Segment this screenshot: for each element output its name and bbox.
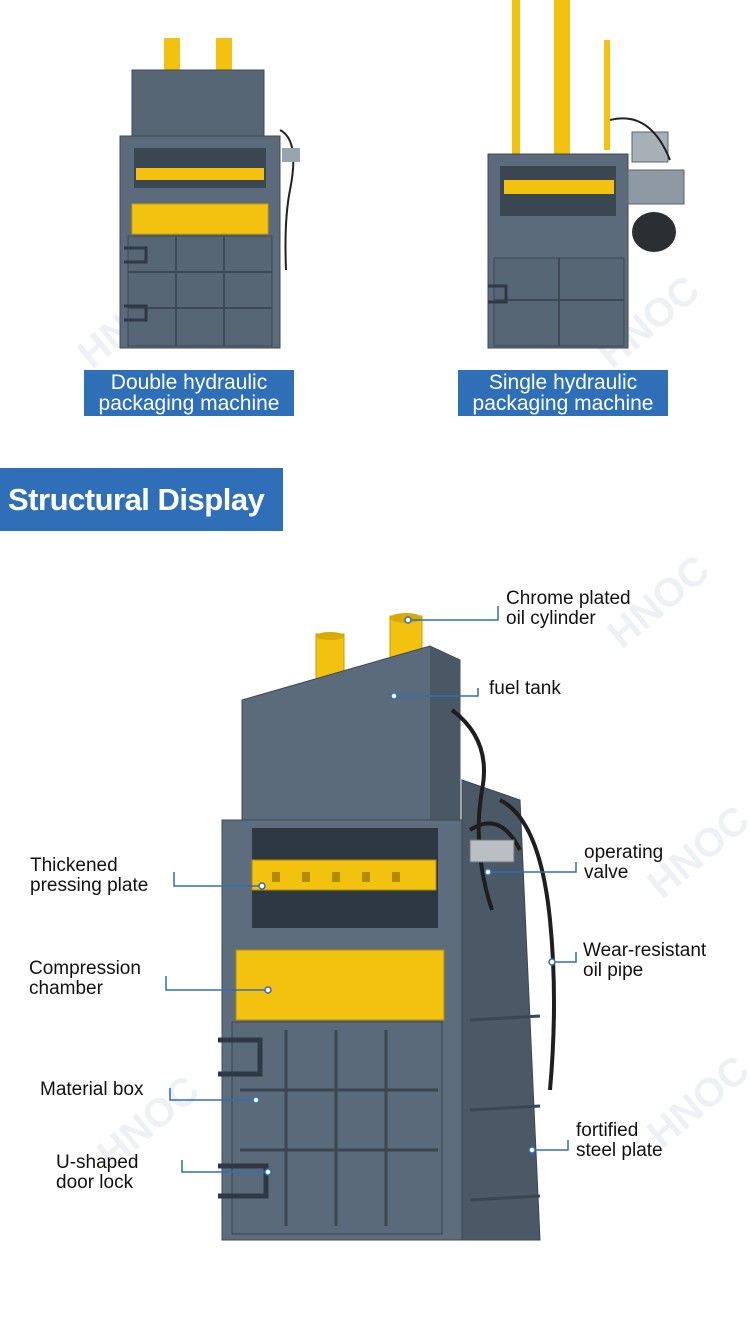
caption-line: packaging machine [98,392,280,415]
single-hydraulic-machine-image [487,0,685,349]
label-line: Compression [29,958,141,979]
section-title: Structural Display [0,468,283,531]
label-line: oil pipe [583,960,644,981]
double-hydraulic-machine-image [119,38,300,349]
label-door-lock: U-shaped door lock [56,1153,138,1193]
label-line: Material box [40,1079,144,1100]
label-line: Wear-resistant [583,940,707,961]
label-material-box: Material box [40,1080,144,1100]
label-line: chamber [29,978,103,999]
label-wear-resistant-oil-pipe: Wear-resistant oil pipe [583,941,706,981]
label-line: pressing plate [30,875,149,896]
product-caption: Single hydraulic packaging machine [458,370,668,416]
label-line: steel plate [576,1140,663,1161]
label-fuel-tank: fuel tank [489,679,561,699]
label-line: Chrome plated [506,588,631,609]
label-pressing-plate: Thickened pressing plate [30,856,148,896]
product-caption: Double hydraulic packaging machine [84,370,294,416]
caption-line: packaging machine [472,392,654,415]
label-line: U-shaped [56,1152,139,1173]
label-operating-valve: operating valve [584,843,663,883]
label-chrome-cylinder: Chrome plated oil cylinder [506,589,631,629]
caption-line: Single hydraulic [488,371,638,394]
label-steel-plate: fortified steel plate [576,1121,663,1161]
caption-line: Double hydraulic [110,371,268,394]
label-line: fortified [576,1120,639,1141]
label-line: oil cylinder [506,608,596,629]
label-line: operating [584,842,664,863]
label-line: door lock [56,1172,134,1193]
label-line: valve [584,862,629,883]
label-line: fuel tank [489,678,561,699]
label-compression-chamber: Compression chamber [29,959,141,999]
label-line: Thickened [30,855,118,876]
structural-diagram [165,606,577,1241]
